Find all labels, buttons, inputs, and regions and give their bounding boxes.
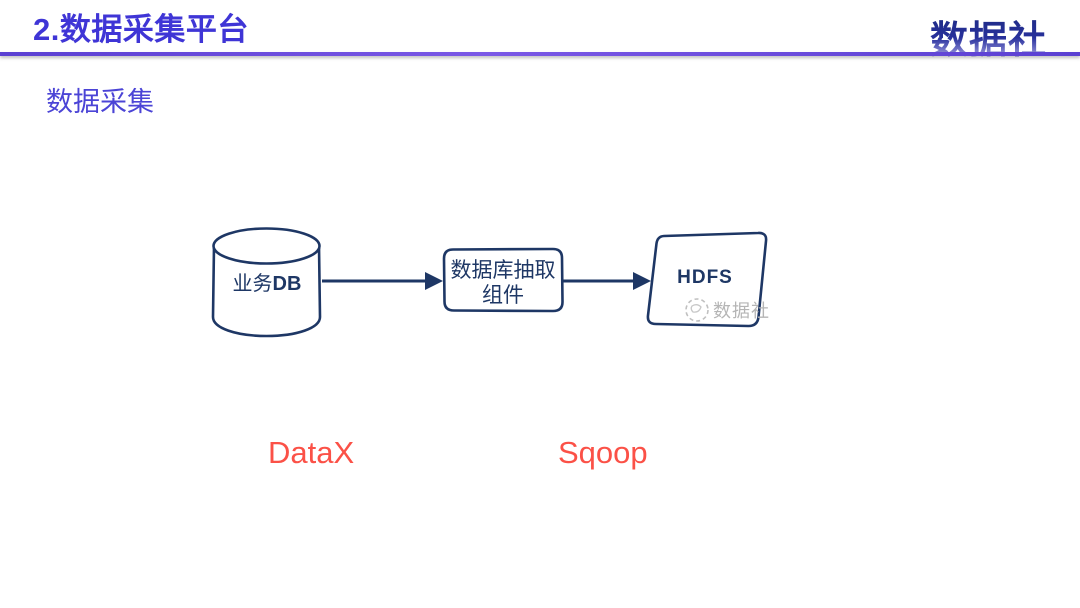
watermark-text: 数据社 [713,301,770,322]
arrowhead-icon [425,272,443,290]
tool-label-datax: DataX [268,435,355,470]
db-cylinder-body [211,244,322,338]
hdfs-node-label: HDFS [677,267,733,288]
db-node-label: 业务DB [233,271,302,295]
section-label: 数据采集 [46,87,154,118]
extract-node-label-line2: 组件 [482,283,524,307]
page-title: 2.数据采集平台 [33,12,249,47]
watermark-logo-icon [685,298,709,322]
extract-node-label-line1: 数据库抽取 [451,258,556,282]
hdfs-parallelogram [646,231,768,328]
header-divider [0,52,1080,56]
tool-label-sqoop: Sqoop [558,435,648,470]
db-cylinder-top [212,227,321,265]
hdfs-parallelogram-node: HDFS 数据社 [646,231,770,328]
db-cylinder-node: 业务DB [211,227,322,338]
watermark: 数据社 [685,298,770,322]
extract-box-node: 数据库抽取 组件 [442,247,564,313]
watermark-logo-icon-inner [690,304,702,313]
arrow-db-to-extract [322,272,443,290]
arrow-extract-to-hdfs [563,272,651,290]
extract-box [442,247,564,313]
arrowhead-icon [633,272,651,290]
